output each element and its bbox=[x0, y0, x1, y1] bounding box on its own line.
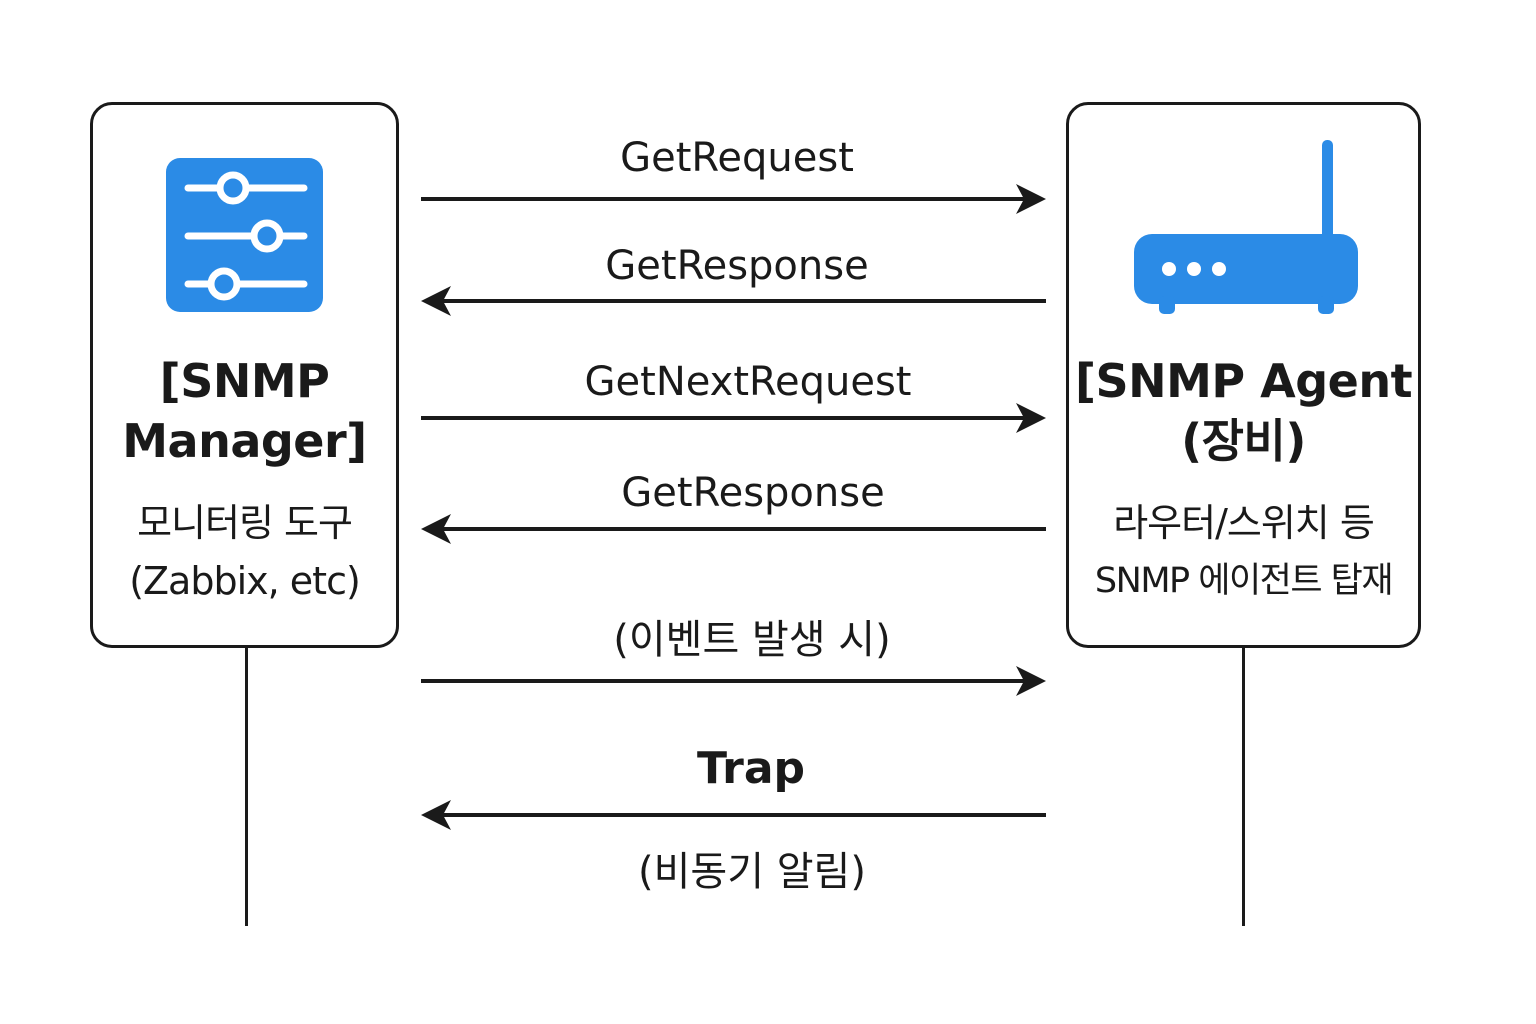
manager-title-line1: [SNMP bbox=[159, 354, 330, 408]
sliders-icon bbox=[166, 158, 323, 312]
agent-desc-line1: 라우터/스위치 등 bbox=[1113, 501, 1375, 545]
arrow-2 bbox=[421, 286, 1046, 316]
arrow-1 bbox=[421, 184, 1046, 214]
router-icon bbox=[1134, 140, 1358, 314]
agent-lifeline bbox=[1242, 648, 1245, 926]
arrow-6 bbox=[421, 800, 1046, 830]
message-label-event: (이벤트 발생 시) bbox=[613, 617, 891, 663]
message-label-getresponse-2: GetResponse bbox=[621, 470, 885, 516]
manager-lifeline bbox=[245, 648, 248, 926]
agent-box bbox=[1066, 102, 1421, 648]
arrow-5 bbox=[421, 666, 1046, 696]
manager-desc-line1: 모니터링 도구 bbox=[137, 501, 353, 545]
message-label-getrequest: GetRequest bbox=[620, 135, 854, 181]
agent-title-line1: [SNMP Agent bbox=[1074, 354, 1413, 408]
message-label-getnextrequest: GetNextRequest bbox=[584, 359, 912, 405]
manager-desc-line2: (Zabbix, etc) bbox=[129, 559, 361, 603]
arrow-3 bbox=[421, 403, 1046, 433]
message-label-trap: Trap bbox=[696, 743, 806, 794]
manager-title-line2: Manager] bbox=[122, 414, 367, 468]
arrow-4 bbox=[421, 514, 1046, 544]
agent-title-line2: (장비) bbox=[1181, 414, 1306, 468]
agent-desc-line2: SNMP 에이전트 탑재 bbox=[1094, 561, 1394, 601]
trap-note: (비동기 알림) bbox=[638, 849, 866, 895]
message-label-getresponse-1: GetResponse bbox=[605, 243, 869, 289]
